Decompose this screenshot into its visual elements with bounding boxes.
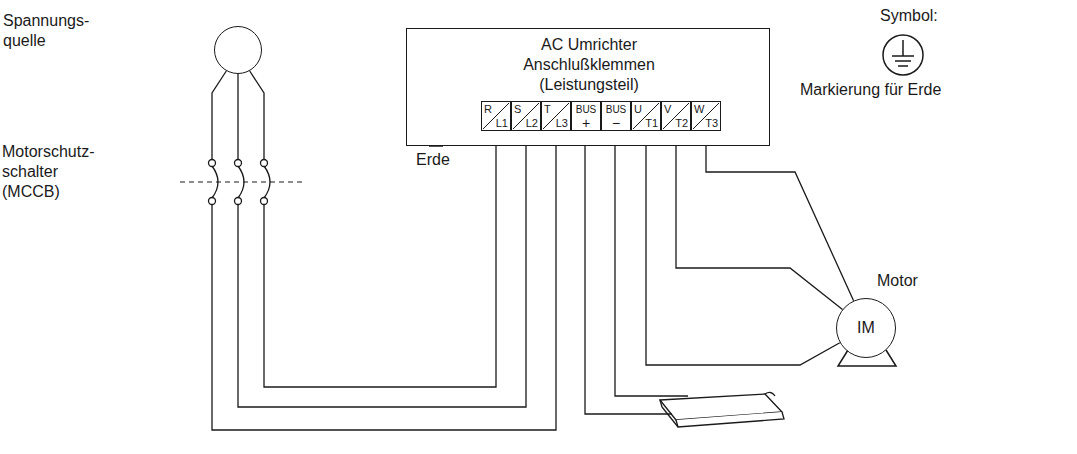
terminal: WT3 [691,101,721,131]
voltage-source: Spannungs- quelle [214,26,262,74]
terminal-name: BUS [602,104,630,116]
terminal-sub: T3 [705,117,718,129]
terminal: BUS− [601,101,631,131]
symbol-heading: Symbol: [880,6,938,26]
terminal-sub: − [602,117,630,129]
terminal-sub: L2 [526,117,538,129]
terminal-name: T [544,103,551,115]
terminal: V T2 [661,101,691,131]
terminal: UT1 [631,101,661,131]
ground-legend-text: Markierung für Erde [800,80,941,100]
bus-wire [580,130,688,418]
terminal-name: BUS [572,104,600,116]
terminal-sub: T1 [645,117,658,129]
terminal: BUS+ [571,101,601,131]
wire [212,71,556,430]
terminal-sub: L1 [496,117,508,129]
terminal-sub: + [572,117,600,129]
terminal-name: V [664,103,671,115]
terminal-name: R [484,103,492,115]
breaker-link [180,181,305,182]
terminal-sub: T2 [675,117,688,129]
motor-type: IM [837,318,895,338]
motor-label: Motor [877,271,918,291]
breaker-contact [209,160,271,205]
breaker-label: Motorschutz- schalter (MCCB) [2,142,112,202]
terminal-name: S [514,103,521,115]
ground-symbol [883,35,923,75]
terminal: R L1 [481,101,511,131]
source-label: Spannungs- quelle [3,11,103,51]
terminal: T L3 [541,101,571,131]
converter-title: AC Umrichter Anschlußklemmen (Leistungst… [489,35,689,95]
terminal-sub: L3 [556,117,568,129]
terminal-name: W [694,103,704,115]
wire [238,74,526,407]
wire [646,131,840,365]
converter-box: AC Umrichter Anschlußklemmen (Leistungst… [406,28,770,146]
ground-label: Erde [416,150,450,170]
terminal: S L2 [511,101,541,131]
brake-resistor [660,392,784,427]
wire [706,131,854,301]
motor-circle: MotorIM [836,298,896,358]
terminal-name: U [634,103,642,115]
